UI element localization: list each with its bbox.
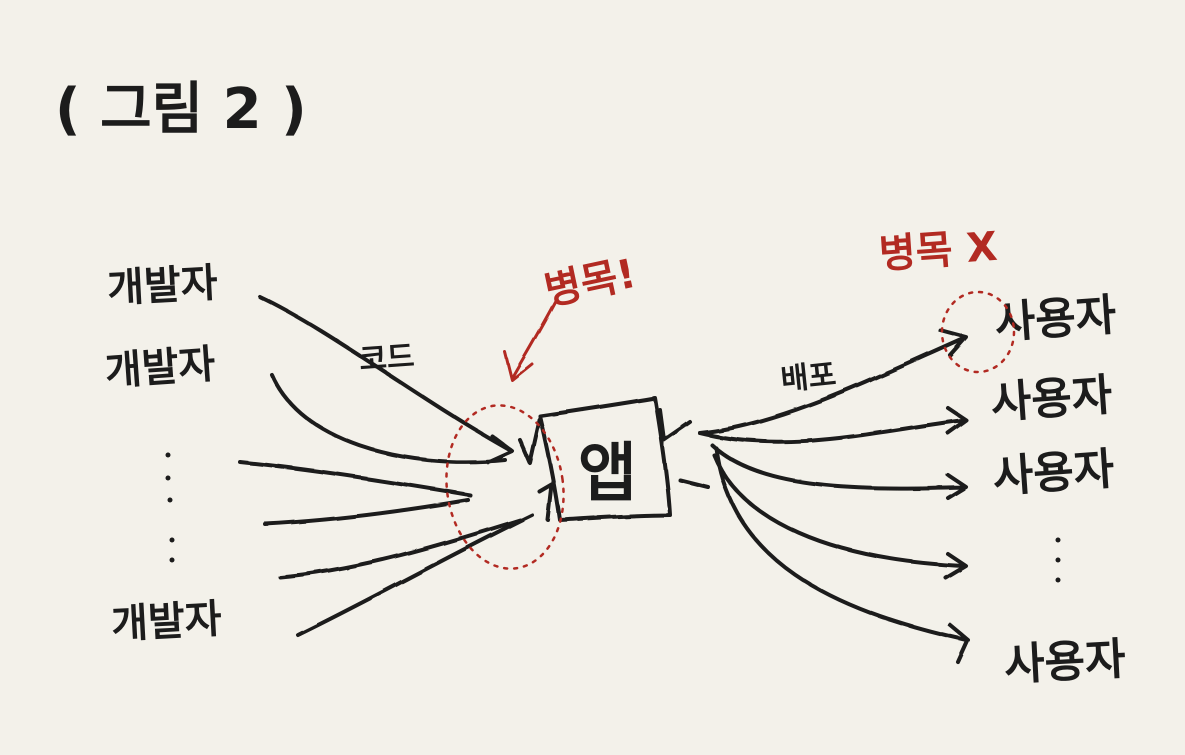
arrow-developer-2 bbox=[270, 373, 507, 464]
check-mark-left-2 bbox=[538, 483, 554, 522]
arrow-user-1 bbox=[698, 328, 968, 435]
developer-label-3: 개발자 bbox=[110, 596, 223, 648]
developer-label-2: 개발자 bbox=[103, 341, 217, 395]
arrow-developer-6 bbox=[296, 513, 534, 637]
arrow-developer-3 bbox=[238, 460, 472, 497]
check-mark-right-2 bbox=[678, 478, 710, 489]
app-label: 앱 bbox=[578, 437, 637, 511]
user-label-2: 사용자 bbox=[989, 370, 1114, 429]
user-label-4: 사용자 bbox=[1003, 634, 1127, 691]
check-mark-right-1 bbox=[658, 408, 692, 442]
arrow-user-2 bbox=[698, 406, 968, 444]
arrow-developer-4 bbox=[263, 498, 470, 526]
bottleneck-arrow bbox=[503, 298, 558, 382]
arrow-user-4 bbox=[712, 453, 968, 580]
no-bottleneck-circle bbox=[940, 290, 1016, 374]
arrow-user-5 bbox=[714, 446, 970, 664]
developer-label-1: 개발자 bbox=[106, 260, 219, 312]
bottleneck-circle bbox=[445, 404, 565, 570]
check-mark-left-1 bbox=[518, 416, 542, 465]
user-label-1: 사용자 bbox=[993, 290, 1118, 349]
arrow-user-3 bbox=[710, 443, 968, 500]
bottleneck-label: 병목! bbox=[541, 251, 640, 315]
arrow-developer-5 bbox=[278, 518, 522, 579]
user-ellipsis bbox=[1055, 537, 1061, 583]
figure-title: ( 그림 2 ) bbox=[55, 77, 307, 142]
app-box bbox=[538, 396, 672, 522]
user-label-3: 사용자 bbox=[991, 444, 1116, 503]
no-bottleneck-label: 병목 X bbox=[877, 224, 998, 278]
deploy-label: 배포 bbox=[779, 357, 838, 398]
developer-ellipsis bbox=[165, 452, 175, 563]
arrow-developer-1 bbox=[258, 295, 514, 464]
